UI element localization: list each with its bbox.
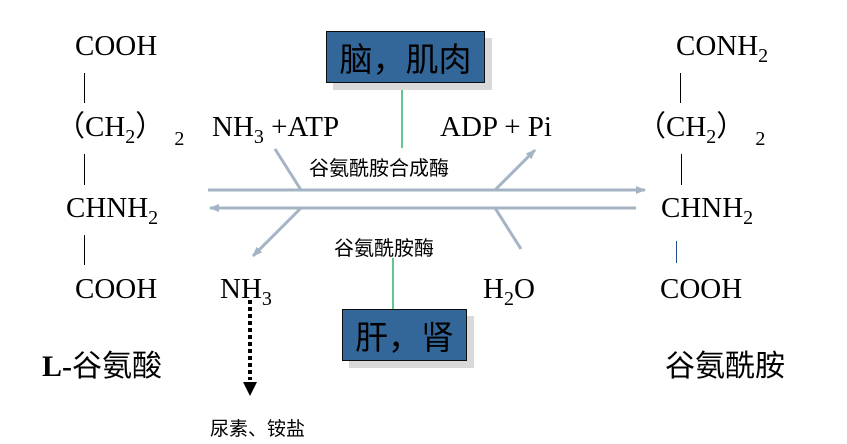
right-bond-3: [676, 241, 677, 263]
left-chnh2: CHNH2: [66, 192, 158, 229]
forward-reactant-nh: NH: [212, 111, 254, 143]
left-cooh-top: COOH: [75, 30, 158, 62]
right-chnh2-sub: 2: [743, 207, 754, 229]
ammonia-fate-label: 尿素、铵盐: [210, 418, 306, 440]
reverse-tissue-box: 肝，肾: [342, 309, 467, 361]
reverse-reactant-o: O: [513, 273, 535, 305]
left-cooh-bottom: COOH: [75, 273, 158, 305]
left-name: 谷氨酸: [72, 349, 162, 384]
reverse-reactant-h: H: [483, 273, 504, 305]
reverse-tissue-label: 肝，肾: [355, 318, 454, 357]
forward-tissue-box: 脑，肌肉: [326, 31, 485, 83]
reverse-product-sub: 3: [261, 288, 272, 310]
left-ch2-sub: 2: [125, 126, 136, 148]
left-bond-2: [84, 154, 85, 185]
left-molecule-name: L-谷氨酸: [42, 352, 162, 382]
reverse-enzyme-label: 谷氨酰胺酶: [334, 236, 434, 260]
forward-reactant-sub: 3: [253, 126, 264, 148]
right-conh2-main: CONH: [676, 30, 759, 62]
right-ch2-main: （CH: [637, 111, 707, 143]
forward-products: ADP + Pi: [440, 111, 552, 143]
left-ch2-main: （CH: [56, 111, 126, 143]
forward-enzyme-label: 谷氨酰胺合成酶: [309, 156, 449, 180]
left-ch2-close: ）: [135, 111, 165, 143]
forward-reactant-atp: +ATP: [263, 111, 340, 143]
forward-reactants: NH3 +ATP: [212, 111, 340, 148]
left-ch2-group: （CH2）2: [56, 111, 184, 150]
nh3-output-arrow: [251, 206, 303, 258]
reverse-reactant-h2o: H2O: [483, 273, 535, 310]
right-bond-1: [680, 73, 681, 103]
left-chnh2-sub: 2: [148, 207, 159, 229]
reverse-product-nh: NH: [220, 273, 262, 305]
right-conh2: CONH2: [676, 30, 768, 67]
left-name-prefix: L-: [42, 350, 72, 383]
right-conh2-sub: 2: [758, 45, 769, 67]
nh3-atp-input-arrow: [273, 148, 303, 191]
h2o-input-arrow: [493, 207, 523, 250]
right-ch2-sub: 2: [706, 126, 717, 148]
right-chnh2-main: CHNH: [661, 192, 744, 224]
reverse-product-nh3: NH3: [220, 273, 272, 310]
right-ch2-repeat: 2: [755, 128, 766, 150]
right-molecule-name: 谷氨酰胺: [665, 349, 785, 384]
left-bond-1: [84, 73, 85, 103]
right-cooh-bottom: COOH: [660, 273, 743, 305]
right-ch2-close: ）: [716, 111, 746, 143]
right-chnh2: CHNH2: [661, 192, 753, 229]
left-bond-3: [84, 235, 85, 265]
left-chnh2-main: CHNH: [66, 192, 149, 224]
forward-tissue-label: 脑，肌肉: [339, 40, 472, 79]
adp-pi-output-arrow: [493, 148, 537, 192]
left-ch2-repeat: 2: [174, 128, 185, 150]
right-bond-2: [681, 154, 682, 185]
right-ch2-group: （CH2）2: [637, 111, 765, 150]
reverse-reactant-sub: 2: [503, 288, 514, 310]
fate-arrowhead: [243, 382, 257, 396]
